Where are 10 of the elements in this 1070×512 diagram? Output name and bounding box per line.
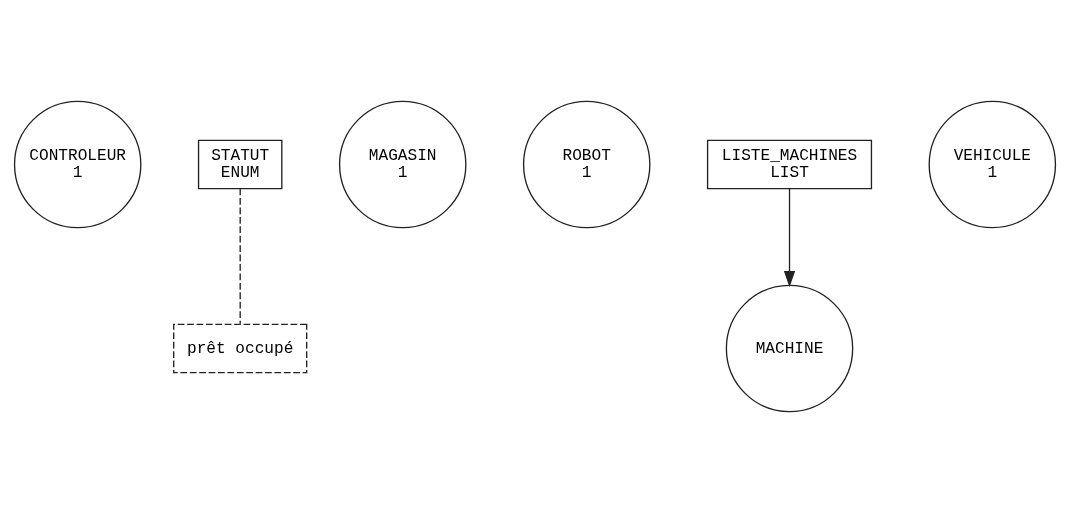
node-box: STATUT ENUM: [197, 139, 283, 189]
node-circle: CONTROLEUR 1: [13, 100, 142, 228]
node-circle: MAGASIN 1: [338, 100, 467, 228]
node-circle: MACHINE: [725, 284, 854, 412]
node-box: prêt occupé: [173, 323, 308, 373]
connector: [239, 187, 241, 324]
node-circle: ROBOT 1: [522, 100, 651, 228]
node-box: LISTE_MACHINES LIST: [706, 139, 873, 189]
arrow: [783, 187, 796, 287]
node-circle: VEHICULE 1: [928, 100, 1057, 228]
